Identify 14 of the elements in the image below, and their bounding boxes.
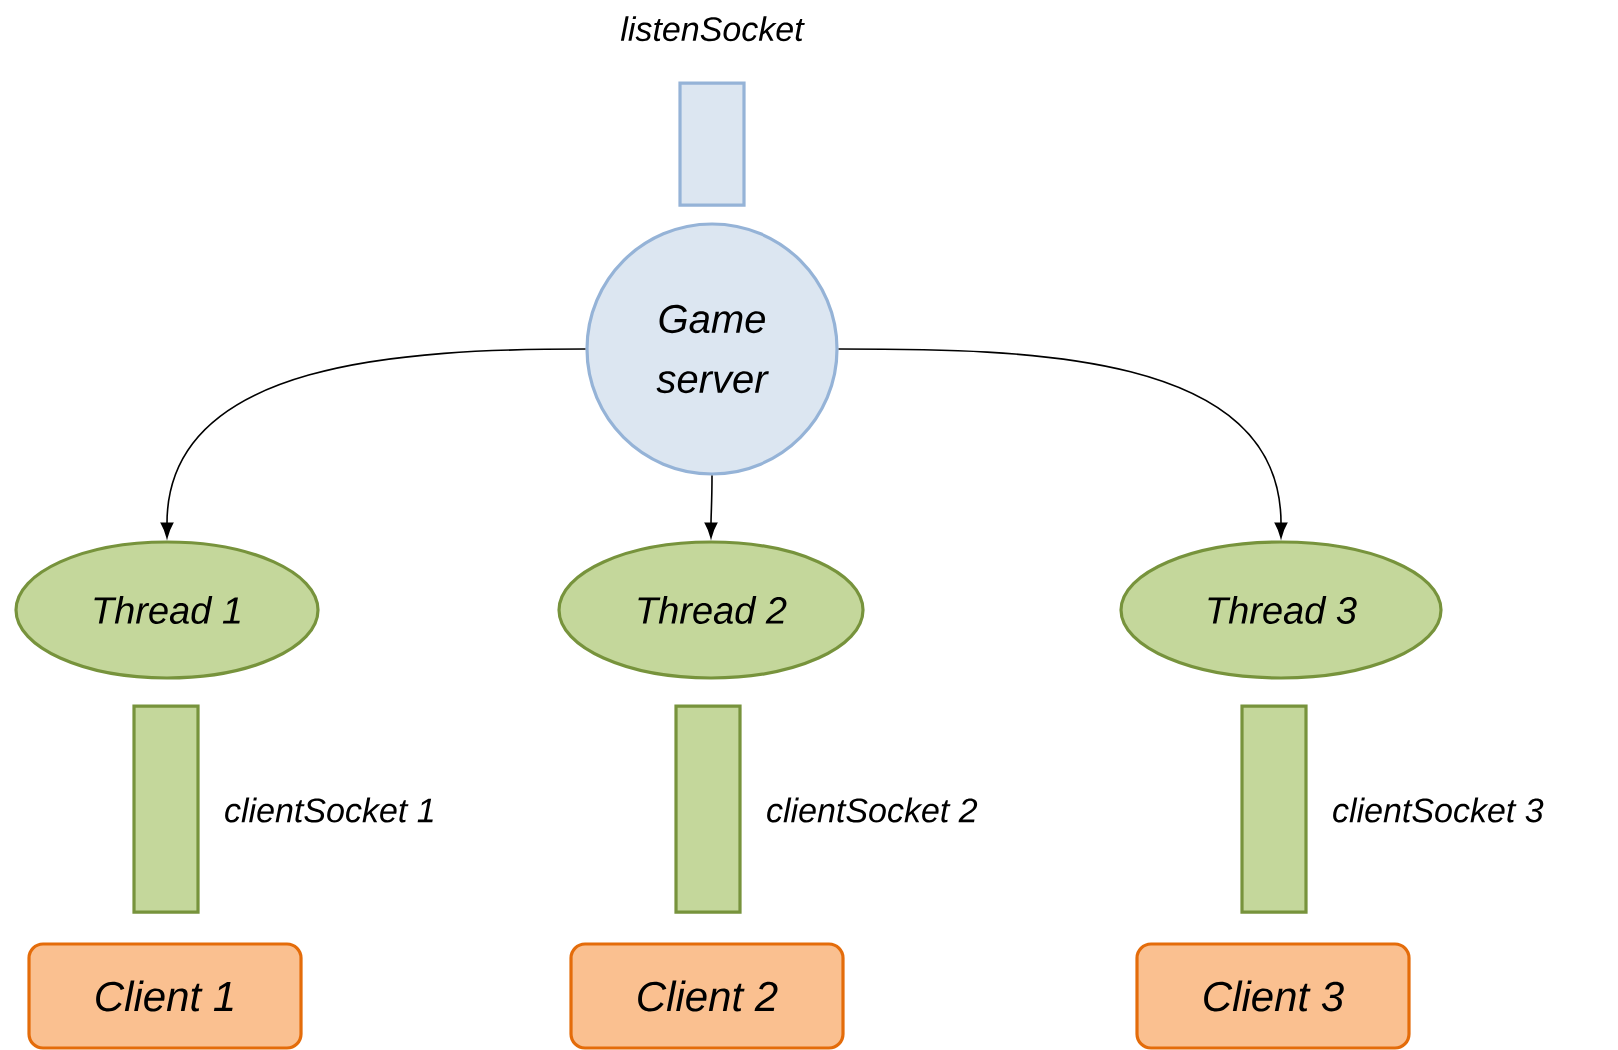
socket-cylinder [132,704,200,914]
socket-cylinder [678,81,746,207]
arrow [704,474,718,538]
socket-cylinder [674,704,742,914]
socket-label: clientSocket 1 [225,797,433,823]
arrow [160,348,587,538]
client-box: Client 3 [1135,942,1411,1050]
socket-cylinder [1240,704,1308,914]
socket-label: listenSocket [620,16,805,42]
socket-label: clientSocket 3 [1333,797,1544,823]
socket-label: clientSocket 2 [767,797,978,823]
client-box: Client 2 [569,942,845,1050]
arrow [837,348,1288,538]
client-box: Client 1 [27,942,303,1050]
